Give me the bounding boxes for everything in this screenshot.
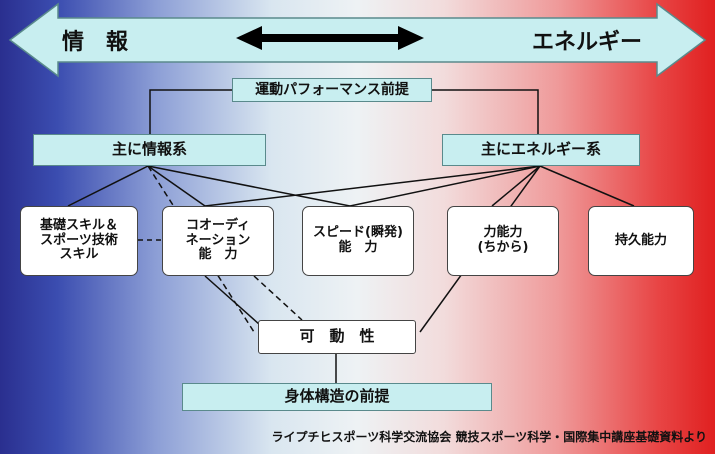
arrow-label-info: 情 報	[62, 30, 129, 55]
connector-info-coord	[147, 165, 206, 207]
connector-energy-coord	[204, 165, 541, 207]
premise-body-structure: 身体構造の前提	[182, 383, 492, 411]
black-double-arrow	[236, 26, 424, 50]
connector-info-basic	[67, 165, 149, 207]
arrow-label-energy: エネルギー	[532, 30, 643, 55]
premise-bracket	[149, 89, 232, 134]
ability-speed: スピード(瞬発) 能 力	[302, 206, 414, 276]
connector-coord-mobility	[204, 275, 261, 326]
premise-bracket-right	[432, 89, 539, 134]
source-caption: ライプチヒスポーツ科学交流協会 競技スポーツ科学・国際集中講座基礎資料より	[271, 430, 707, 444]
ability-basic-skill: 基礎スキル＆ スポーツ技術 スキル	[20, 206, 138, 276]
connector-energy-endurance	[539, 165, 635, 207]
ability-coordination: コオーディ ネーション 能 力	[162, 206, 274, 276]
dashed-coord-speed	[253, 275, 303, 321]
mobility-box: 可 動 性	[258, 320, 416, 354]
ability-strength: 力能力 (ちから)	[447, 206, 559, 276]
connector-energy-speed	[349, 165, 541, 207]
category-info: 主に情報系	[33, 134, 266, 166]
category-energy: 主にエネルギー系	[442, 134, 640, 166]
ability-endurance: 持久能力	[588, 206, 694, 276]
connector-info-speed	[147, 165, 351, 207]
premise-performance: 運動パフォーマンス前提	[232, 78, 432, 102]
connector-energy-strength	[491, 165, 541, 207]
